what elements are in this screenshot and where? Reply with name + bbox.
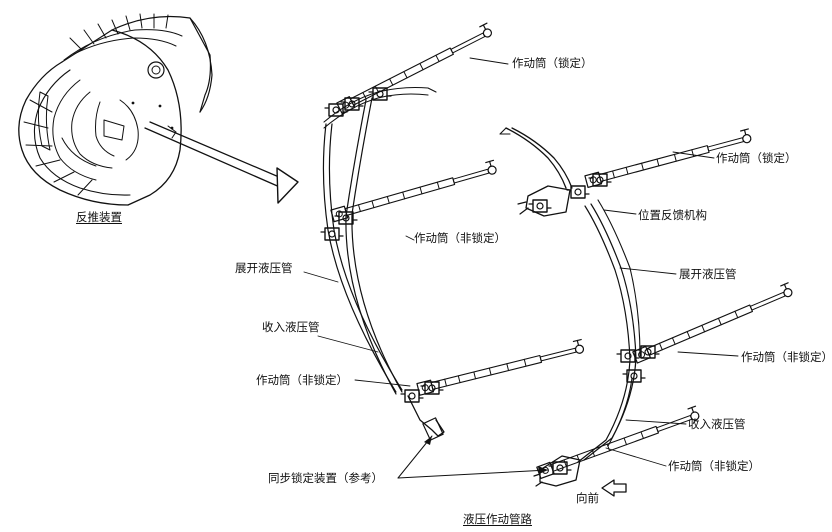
label-extend-tube-left: 展开液压管: [235, 261, 293, 275]
reverser-leader-arrow: [144, 121, 299, 204]
label-actuator-nonlocking-lower-right: 作动筒（非锁定）: [668, 459, 760, 473]
left-hydraulic-assembly: [320, 22, 586, 441]
label-retract-tube-right: 收入液压管: [688, 417, 746, 431]
label-actuator-locking-upper-left: 作动筒（锁定）: [512, 56, 593, 70]
hydraulic-caption: 液压作动管路: [463, 512, 532, 526]
label-extend-tube-right: 展开液压管: [679, 267, 737, 281]
label-actuator-nonlocking-mid-left: 作动筒（非锁定）: [414, 231, 506, 245]
label-actuator-nonlocking-lower-left: 作动筒（非锁定）: [256, 373, 348, 387]
leader-lines: [303, 57, 739, 479]
forward-arrow-icon: [601, 479, 627, 497]
label-actuator-nonlocking-mid-right: 作动筒（非锁定）: [741, 350, 832, 364]
label-sync-lock: 同步锁定装置（参考）: [268, 471, 383, 485]
right-hydraulic-assembly: [499, 127, 795, 487]
reverser-caption: 反推装置: [76, 210, 122, 224]
label-retract-tube-left: 收入液压管: [262, 320, 320, 334]
label-forward: 向前: [576, 491, 599, 505]
label-position-feedback: 位置反馈机构: [638, 208, 707, 222]
thrust-reverser-drawing: [18, 13, 213, 206]
label-actuator-locking-upper-right: 作动筒（锁定）: [716, 151, 797, 165]
